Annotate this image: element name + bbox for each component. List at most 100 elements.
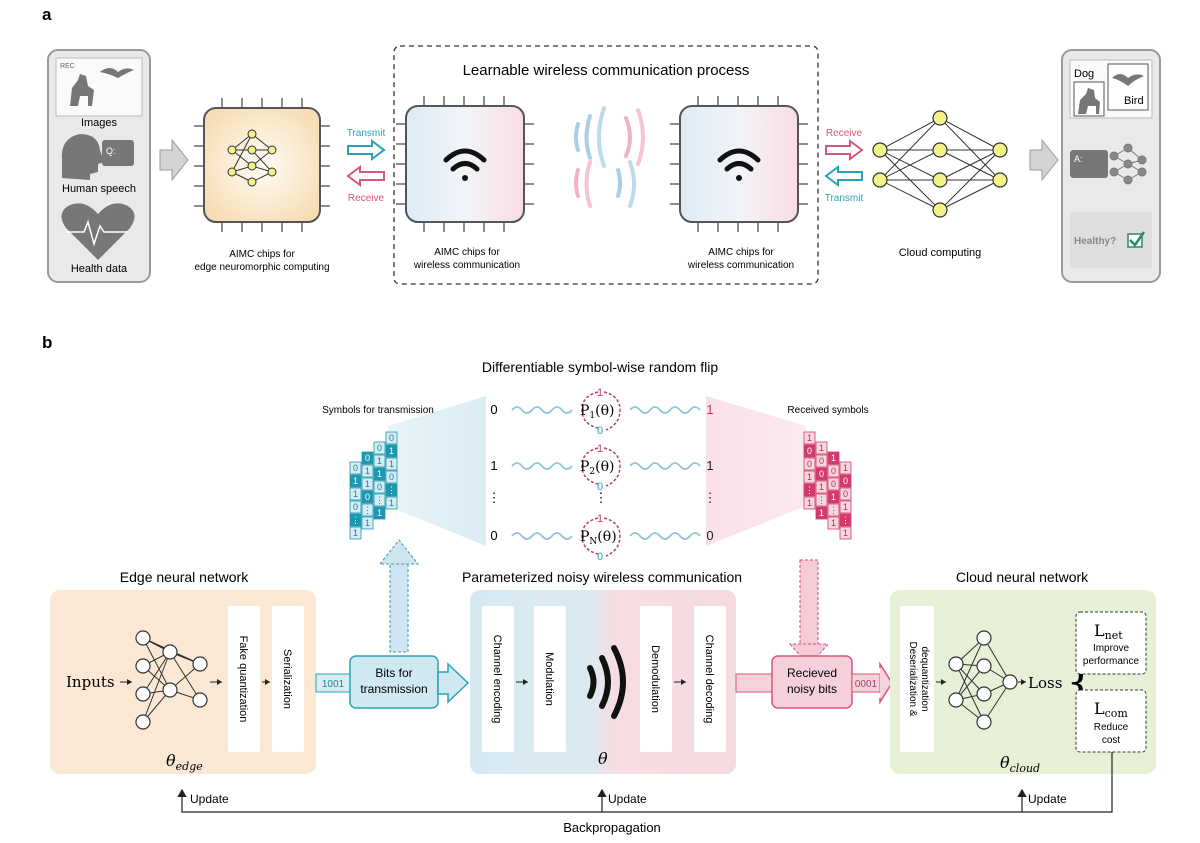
flip-right-bit: 0 xyxy=(706,528,713,543)
theta-channel: θ xyxy=(598,749,608,768)
wave-in xyxy=(511,532,573,540)
symbol-bit: 1 xyxy=(377,508,382,518)
symbol-cell xyxy=(803,457,816,471)
wave-in xyxy=(511,406,573,414)
symbol-cell xyxy=(815,506,828,520)
receive-arrow-left xyxy=(346,165,385,187)
backprop-lines xyxy=(177,752,1113,813)
rx-dashed-arrow xyxy=(788,559,830,667)
symbol-cell xyxy=(803,496,816,510)
symbol-cell xyxy=(815,467,828,481)
symbol-bit: 1 xyxy=(843,463,848,473)
wifi-icon-left xyxy=(443,148,487,181)
wireless-chip-left: AIMC chips for wireless communication xyxy=(396,96,534,271)
symbol-cell xyxy=(803,431,816,445)
symbol-cell xyxy=(815,454,828,468)
symbol-bit: 1 xyxy=(353,476,358,486)
symbol-bit: 0 xyxy=(831,479,836,489)
deser-label-1: Deserialization & xyxy=(907,641,918,716)
symbol-cell xyxy=(349,500,362,514)
symbol-cell xyxy=(827,490,840,504)
channel-encoding-label: Channel encoding xyxy=(491,635,503,724)
serialization-label: Serialization xyxy=(281,649,293,709)
symbol-bit: 1 xyxy=(365,479,370,489)
symbol-bit: 0 xyxy=(377,482,382,492)
health-label: Health data xyxy=(71,263,128,275)
answer-a-label: A: xyxy=(1074,154,1083,164)
wifi-icon-right xyxy=(717,148,761,181)
symbol-cell xyxy=(361,516,374,530)
edge-nn-graph xyxy=(135,630,208,730)
lnet-box xyxy=(1075,611,1147,675)
cloud-network: Cloud computing xyxy=(872,110,1008,259)
radio-waves xyxy=(574,106,645,208)
symbol-bit: ⋮ xyxy=(817,495,826,505)
transmit-arrow-right xyxy=(824,165,863,187)
theta-edge: θedge xyxy=(166,751,203,773)
symbol-cell xyxy=(815,441,828,455)
channel-decoding-box xyxy=(694,606,726,752)
symbol-bit: 0 xyxy=(353,463,358,473)
lcom-desc-1: Reduce xyxy=(1094,722,1129,733)
output-arrow xyxy=(1029,138,1059,182)
wave-out xyxy=(629,462,701,470)
symbol-bit: 1 xyxy=(807,433,812,443)
flip-left-bit: 0 xyxy=(490,528,497,543)
lnet-label: Lnet xyxy=(1094,621,1123,642)
input-device: REC Images Q: Human speech Health data xyxy=(47,49,151,283)
symbol-cell xyxy=(839,500,852,514)
bird-output-icon xyxy=(1112,74,1144,86)
symbol-bit: 1 xyxy=(843,528,848,538)
flip-arc-left xyxy=(581,447,599,485)
bits-tx-arrow: 1001 Bits for transmission xyxy=(315,655,470,709)
symbol-cell xyxy=(361,464,374,478)
symbol-bit: 1 xyxy=(819,508,824,518)
inputs-label: Inputs xyxy=(66,673,115,691)
symbol-cell xyxy=(385,483,398,497)
symbol-cell xyxy=(803,470,816,484)
bird-icon xyxy=(100,68,134,78)
flip-bottom-bit: 0 xyxy=(597,425,603,437)
flip-top-bit: 1 xyxy=(597,443,603,455)
flip-prob: PN(θ) xyxy=(580,529,617,547)
symbol-cell xyxy=(349,513,362,527)
lnet-desc-2: performance xyxy=(1083,656,1140,667)
symbols-tx-label: Symbols for transmission xyxy=(322,405,434,416)
symbol-bit: 0 xyxy=(365,492,370,502)
wireless-chip-left-caption-1: AIMC chips for xyxy=(434,247,500,258)
symbol-cell xyxy=(373,506,386,520)
symbol-bit: 1 xyxy=(353,489,358,499)
symbol-bit: 1 xyxy=(389,459,394,469)
panel-a-label: a xyxy=(42,5,52,24)
edge-chip: AIMC chips for edge neuromorphic computi… xyxy=(194,98,330,273)
receive-arrow-right xyxy=(825,139,864,161)
symbol-cell xyxy=(373,493,386,507)
symbol-bit: 1 xyxy=(831,518,836,528)
fake-quant-label: Fake quantization xyxy=(237,636,249,723)
transmit-label-right: Transmit xyxy=(825,193,864,204)
symbol-cell xyxy=(361,503,374,517)
bits-tx-line2: transmission xyxy=(360,682,427,696)
deser-label-2: dequantization xyxy=(919,646,930,711)
wave-out xyxy=(629,406,701,414)
symbol-cell xyxy=(839,461,852,475)
symbol-cell xyxy=(839,474,852,488)
cloud-nn-title: Cloud neural network xyxy=(956,569,1089,585)
symbol-bit: 0 xyxy=(843,476,848,486)
backprop-label: Backpropagation xyxy=(563,820,661,835)
symbol-bit: 1 xyxy=(389,446,394,456)
transmit-arrow-left xyxy=(347,139,386,161)
edge-nn-title: Edge neural network xyxy=(120,569,249,585)
channel-encoding-box xyxy=(482,606,514,752)
speech-q-label: Q: xyxy=(106,146,116,156)
theta-cloud: θcloud xyxy=(1000,753,1040,775)
symbol-bit: 1 xyxy=(843,502,848,512)
update-edge: Update xyxy=(190,792,229,806)
channel-title: Parameterized noisy wireless communicati… xyxy=(462,569,742,585)
modulation-box xyxy=(534,606,566,752)
flip-bottom-bit: 0 xyxy=(597,481,603,493)
flip-arc-left xyxy=(581,517,599,555)
symbol-cell xyxy=(827,516,840,530)
